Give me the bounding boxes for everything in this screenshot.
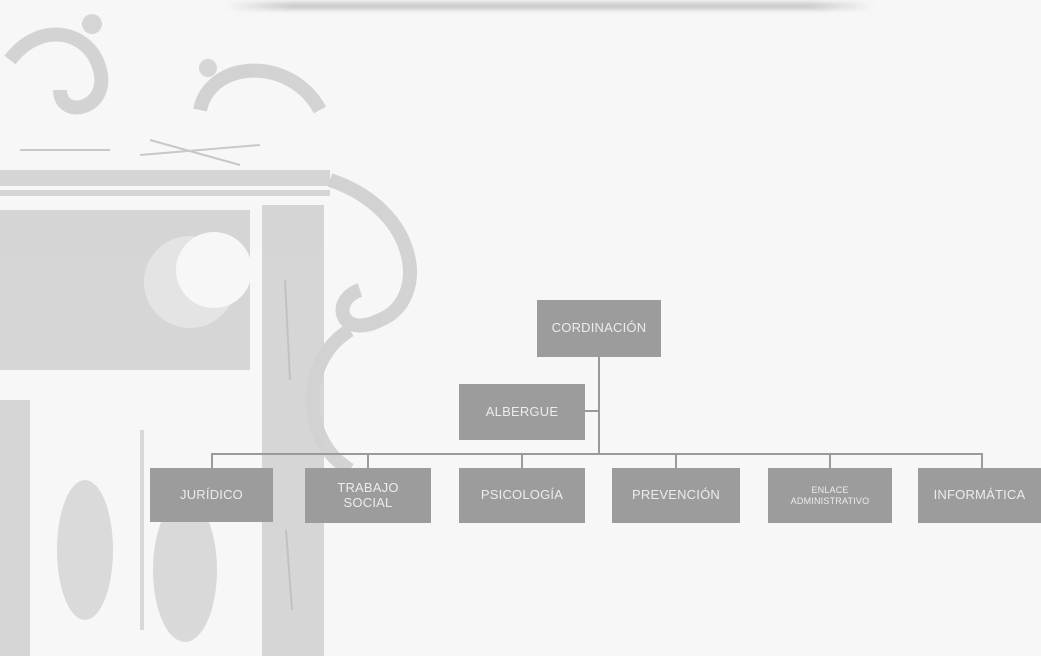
header-smudge — [225, 2, 875, 10]
dept-connector-2 — [367, 453, 369, 468]
dept-connector-5 — [829, 453, 831, 468]
node-coordination-label: CORDINACIÓN — [551, 320, 647, 336]
node-it-label: INFORMÁTICA — [933, 487, 1026, 503]
node-admin-liaison: ENLACE ADMINISTRATIVO — [768, 468, 892, 523]
node-social-work: TRABAJO SOCIAL — [305, 468, 431, 523]
node-admin-liaison-label: ENLACE ADMINISTRATIVO — [790, 485, 870, 506]
node-coordination: CORDINACIÓN — [537, 300, 661, 357]
departments-bus-line — [211, 453, 983, 455]
node-it: INFORMÁTICA — [918, 468, 1041, 523]
node-prevention: PREVENCIÓN — [612, 468, 740, 523]
staff-connector — [585, 410, 599, 412]
root-connector-vertical — [598, 357, 600, 453]
dept-connector-1 — [211, 453, 213, 468]
node-legal-label: JURÍDICO — [180, 486, 243, 502]
node-psychology-label: PSICOLOGÍA — [480, 487, 564, 503]
dept-connector-6 — [981, 453, 983, 468]
node-shelter-label: ALBERGUE — [485, 403, 559, 419]
coat-of-arms-watermark — [0, 14, 417, 656]
dept-connector-4 — [675, 453, 677, 468]
node-legal: JURÍDICO — [150, 468, 273, 522]
node-psychology: PSICOLOGÍA — [459, 468, 585, 523]
node-prevention-label: PREVENCIÓN — [632, 487, 720, 503]
node-social-work-label: TRABAJO SOCIAL — [337, 479, 399, 510]
dept-connector-3 — [521, 453, 523, 468]
node-shelter: ALBERGUE — [459, 384, 585, 440]
